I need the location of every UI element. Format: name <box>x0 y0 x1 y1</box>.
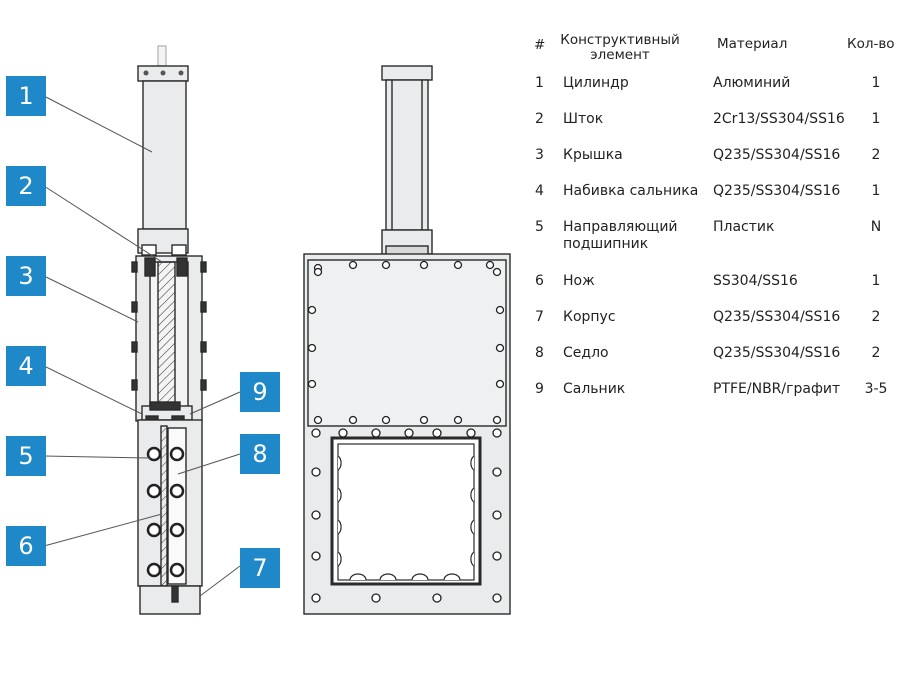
row-element: Крышка <box>563 147 623 163</box>
row-qty: 3-5 <box>864 381 888 397</box>
row-element: Седло <box>563 345 609 361</box>
callout-2: 2 <box>6 166 46 206</box>
row-qty: 1 <box>871 75 881 91</box>
knife <box>160 425 168 587</box>
cylinder-tube <box>142 80 187 230</box>
callout-1: 1 <box>6 76 46 116</box>
header-qty: Кол-во <box>847 36 895 52</box>
row-qty: 1 <box>871 183 881 199</box>
row-material: Пластик <box>713 219 775 235</box>
front-cylinder <box>385 79 429 231</box>
row-element: Набивка сальника <box>563 183 699 199</box>
row-num: 6 <box>535 273 544 289</box>
row-element: Направляющий <box>563 219 678 235</box>
row-qty: N <box>870 219 882 235</box>
row-num: 8 <box>535 345 544 361</box>
row-num: 4 <box>535 183 544 199</box>
side-view <box>131 45 207 615</box>
row-qty: 2 <box>871 345 881 361</box>
row-num: 2 <box>535 111 544 127</box>
row-material: Q235/SS304/SS16 <box>713 183 841 199</box>
row-qty: 1 <box>871 111 881 127</box>
row-num: 7 <box>535 309 544 325</box>
callout-9: 9 <box>240 372 280 412</box>
header-element-line1: Конструктивный <box>560 32 680 48</box>
row-element-line2: подшипник <box>563 236 649 252</box>
row-material: Q235/SS304/SS16 <box>713 147 841 163</box>
row-material: Q235/SS304/SS16 <box>713 309 841 325</box>
row-element: Сальник <box>563 381 626 397</box>
callout-4: 4 <box>6 346 46 386</box>
row-material: PTFE/NBR/графит <box>713 381 841 397</box>
row-material: Q235/SS304/SS16 <box>713 345 841 361</box>
row-element: Цилиндр <box>563 75 629 91</box>
row-qty: 1 <box>871 273 881 289</box>
callout-3: 3 <box>6 256 46 296</box>
leader-lines <box>43 95 241 597</box>
front-view <box>303 65 511 615</box>
row-num: 9 <box>535 381 544 397</box>
row-qty: 2 <box>871 147 881 163</box>
row-num: 3 <box>535 147 544 163</box>
row-material: 2Cr13/SS304/SS16 <box>713 111 845 127</box>
body-bottom <box>139 585 201 615</box>
row-element: Корпус <box>563 309 616 325</box>
row-element: Шток <box>563 111 604 127</box>
row-material: Алюминий <box>713 75 791 91</box>
callout-8: 8 <box>240 434 280 474</box>
seat <box>167 427 187 585</box>
callout-7: 7 <box>240 548 280 588</box>
row-material: SS304/SS16 <box>713 273 798 289</box>
row-qty: 2 <box>871 309 881 325</box>
front-upper-panel <box>307 259 507 427</box>
stem <box>157 261 176 411</box>
rod-top <box>157 45 167 67</box>
front-top-cap <box>381 65 433 81</box>
front-port-inner <box>337 443 475 581</box>
callout-6: 6 <box>6 526 46 566</box>
header-material: Материал <box>717 36 788 52</box>
row-element: Нож <box>563 273 595 289</box>
row-num: 1 <box>535 75 544 91</box>
row-num: 5 <box>535 219 544 235</box>
callout-5: 5 <box>6 436 46 476</box>
header-element-line2: элемент <box>590 47 650 63</box>
header-num: # <box>534 37 546 53</box>
